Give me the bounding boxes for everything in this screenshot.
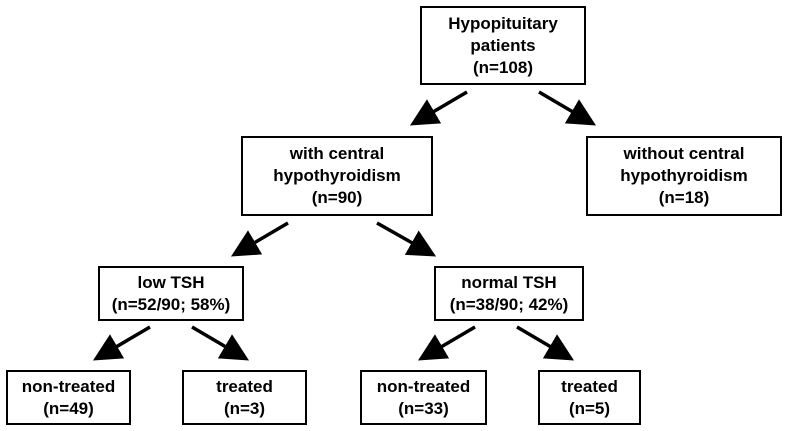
arrow-root-to-with-central <box>409 90 468 126</box>
node-line: (n=33) <box>398 398 449 418</box>
node-line: (n=52/90; 58%) <box>111 294 231 314</box>
node-line: (n=18) <box>658 188 710 207</box>
node-line: without central <box>623 144 745 163</box>
node-hypopituitary-patients: Hypopituitary patients (n=108) <box>420 6 586 85</box>
node-line: treated <box>216 376 273 396</box>
arrow-root-to-without-central <box>538 90 597 126</box>
node-line: Hypopituitary <box>448 13 558 33</box>
node-normal-tsh: normal TSH (n=38/90; 42%) <box>434 266 584 321</box>
node-line: low TSH <box>137 272 205 292</box>
node-line: (n=90) <box>311 188 363 207</box>
node-line: with central <box>289 144 385 163</box>
arrow-with-central-to-low-tsh <box>230 221 289 257</box>
node-line: patients <box>470 35 536 55</box>
node-line: (n=5) <box>568 398 611 418</box>
node-line: normal TSH <box>461 272 557 292</box>
node-line: hypothyroidism <box>273 166 401 185</box>
node-normal-tsh-treated: treated (n=5) <box>538 370 641 425</box>
arrow-normal-tsh-to-treated <box>516 325 575 361</box>
arrow-normal-tsh-to-non-treated <box>417 325 476 361</box>
node-line: (n=108) <box>473 57 533 77</box>
node-line: (n=38/90; 42%) <box>449 294 569 314</box>
node-low-tsh-treated: treated (n=3) <box>182 370 307 425</box>
node-without-central-hypothyroidism: without central hypothyroidism (n=18) <box>586 136 782 216</box>
node-line: non-treated <box>21 376 116 396</box>
node-line: (n=49) <box>43 398 94 418</box>
node-line: treated <box>561 376 618 396</box>
node-normal-tsh-non-treated: non-treated (n=33) <box>360 370 487 425</box>
node-line: hypothyroidism <box>620 166 748 185</box>
arrow-with-central-to-normal-tsh <box>376 221 437 257</box>
node-low-tsh-non-treated: non-treated (n=49) <box>6 370 131 425</box>
node-with-central-hypothyroidism: with central hypothyroidism (n=90) <box>241 136 433 216</box>
arrow-low-tsh-to-non-treated <box>92 325 151 361</box>
node-line: (n=3) <box>223 398 266 418</box>
node-line: non-treated <box>376 376 471 396</box>
arrow-low-tsh-to-treated <box>191 325 250 361</box>
node-low-tsh: low TSH (n=52/90; 58%) <box>98 266 244 321</box>
